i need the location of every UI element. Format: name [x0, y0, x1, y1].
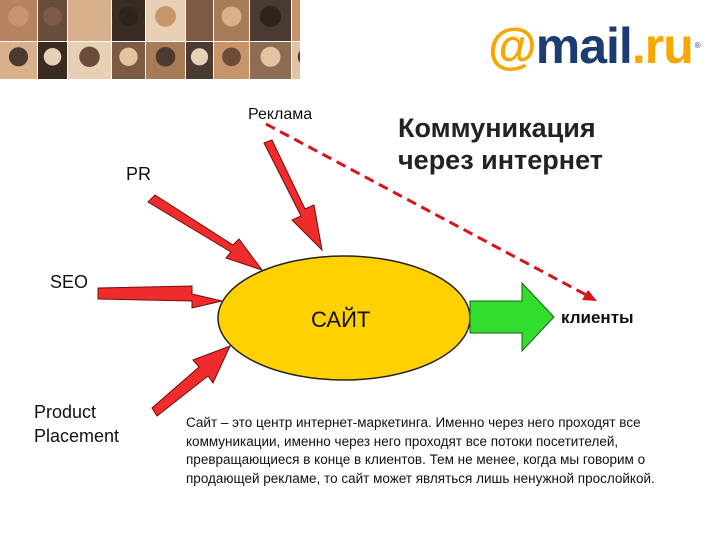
dashed-connector	[265, 122, 593, 300]
photo-tile	[186, 0, 213, 41]
arrow-seo	[97, 285, 223, 309]
photo-tile	[0, 0, 37, 41]
arrow-product-placement	[151, 345, 231, 417]
label-clients: клиенты	[561, 308, 634, 327]
photo-tile	[250, 0, 291, 41]
photo-tile	[146, 0, 185, 41]
photo-tile	[38, 42, 67, 79]
photo-tile	[146, 42, 185, 79]
photo-tile	[292, 42, 300, 79]
photo-tile	[38, 0, 67, 41]
arrow-pr	[147, 194, 264, 271]
arrow-clients	[469, 281, 555, 353]
label-reklama: Реклама	[248, 106, 313, 123]
mailru-logo: @mail.ru®	[488, 18, 701, 74]
label-pr: PR	[126, 164, 152, 184]
header: @mail.ru®	[0, 0, 720, 80]
label-seo: SEO	[50, 272, 89, 292]
diagram-title: Коммуникация через интернет	[398, 113, 603, 175]
description-paragraph: Сайт – это центр интернет-маркетинга. Им…	[186, 415, 655, 487]
photo-tile	[250, 42, 291, 79]
photo-collage	[0, 0, 300, 80]
photo-tile	[214, 0, 249, 41]
dashed-connector-arrowhead	[582, 290, 597, 301]
photo-tile	[112, 42, 145, 79]
arrow-reklama	[263, 139, 323, 252]
label-site: САЙТ	[311, 307, 371, 332]
photo-tile	[292, 0, 300, 41]
photo-tile	[68, 0, 111, 41]
photo-tile	[186, 42, 213, 79]
photo-tile	[214, 42, 249, 79]
photo-tile	[0, 42, 37, 79]
label-product-placement: Product Placement	[34, 402, 120, 446]
photo-tile	[112, 0, 145, 41]
photo-tile	[68, 42, 111, 79]
